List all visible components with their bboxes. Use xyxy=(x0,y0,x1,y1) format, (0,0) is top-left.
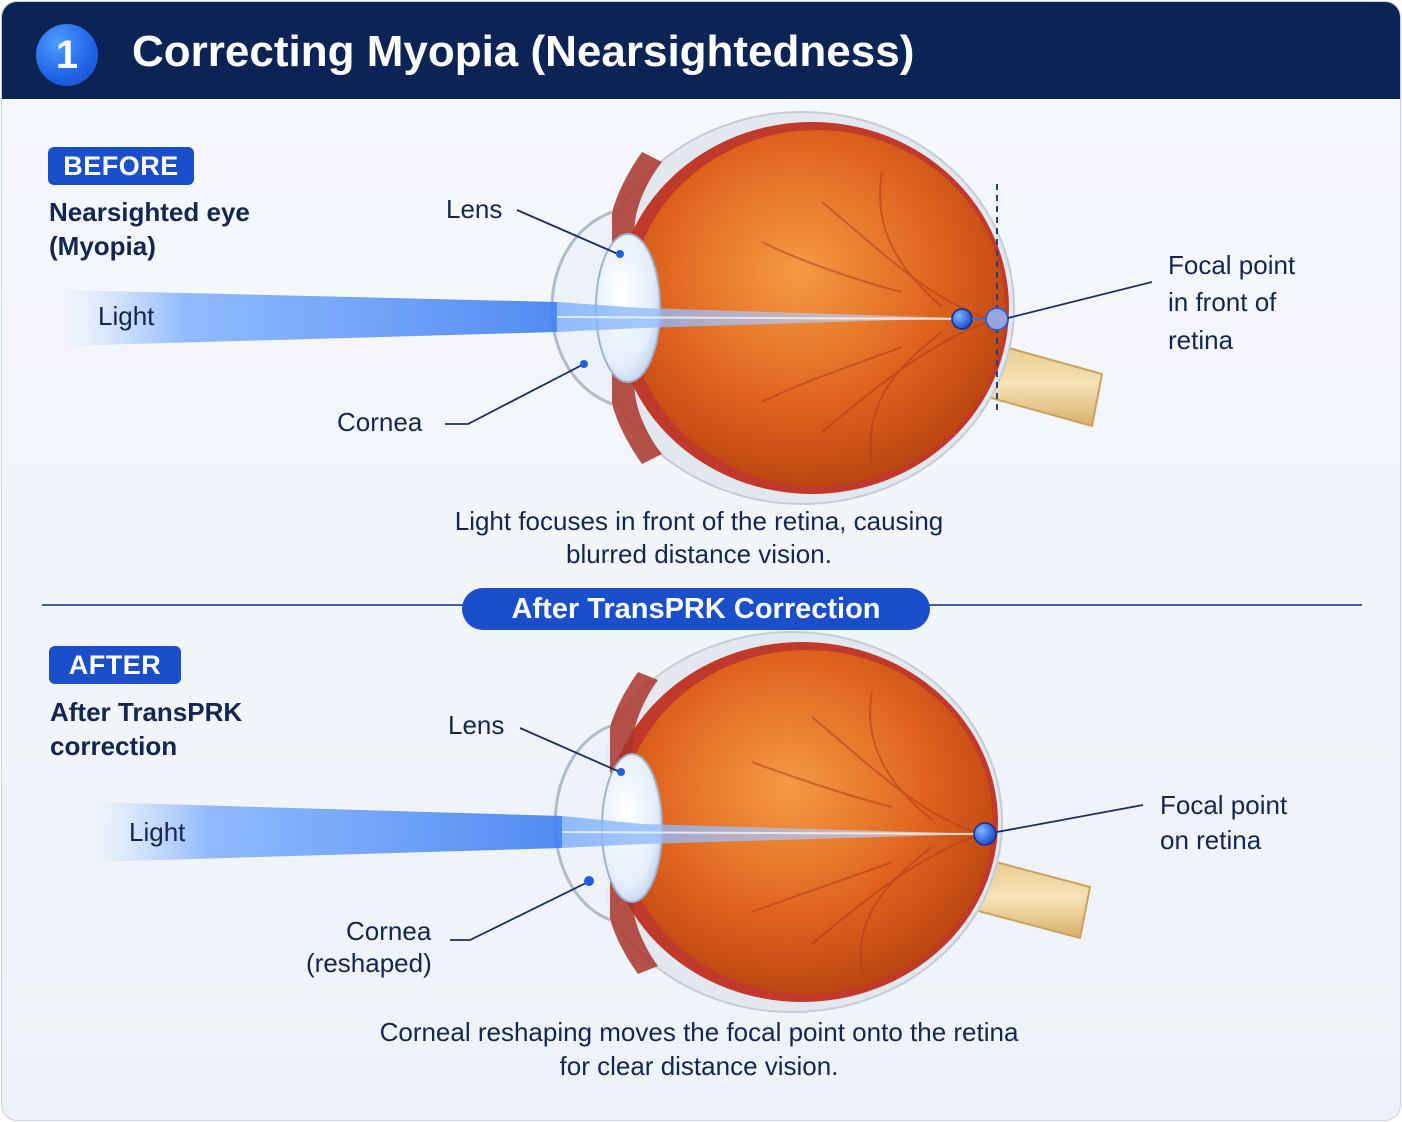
page-title: Correcting Myopia (Nearsightedness) xyxy=(132,27,915,76)
after-focal-label-line2: on retina xyxy=(1160,825,1262,855)
after-eye xyxy=(92,631,1144,1013)
before-focal-label-line2: in front of xyxy=(1168,287,1277,317)
after-lens-label: Lens xyxy=(448,710,505,740)
before-subtitle-line2: (Myopia) xyxy=(49,231,156,261)
before-badge: BEFORE xyxy=(48,147,194,185)
before-eye xyxy=(62,111,1153,505)
after-light-label: Light xyxy=(129,817,186,847)
after-subtitle-line1: After TransPRK xyxy=(50,697,243,727)
before-focal-label-line1: Focal point xyxy=(1168,250,1296,280)
before-light-label: Light xyxy=(98,301,155,331)
step-number-badge: 1 xyxy=(36,24,98,86)
after-cornea-label-line2: (reshaped) xyxy=(306,948,432,978)
after-focal-label-line1: Focal point xyxy=(1160,790,1288,820)
after-cornea-label-line1: Cornea xyxy=(346,916,432,946)
before-subtitle-line1: Nearsighted eye xyxy=(49,197,250,227)
header-bar: 1 Correcting Myopia (Nearsightedness) xyxy=(2,2,1400,99)
before-focal-point-dot xyxy=(951,308,973,330)
after-focal-point-dot xyxy=(973,822,997,846)
before-retina-point-dot xyxy=(985,307,1009,331)
divider-line-right xyxy=(928,604,1362,606)
before-cornea-label: Cornea xyxy=(337,407,423,437)
before-caption-line2: blurred distance vision. xyxy=(566,539,832,569)
divider-line-left xyxy=(42,604,464,606)
before-lens-label: Lens xyxy=(446,194,503,224)
after-caption-line1: Corneal reshaping moves the focal point … xyxy=(379,1017,1019,1047)
before-focal-label-line3: retina xyxy=(1168,325,1234,355)
after-badge: AFTER xyxy=(49,646,181,684)
after-subtitle-line2: correction xyxy=(50,731,178,761)
before-caption-line1: Light focuses in front of the retina, ca… xyxy=(454,506,944,536)
divider-label: After TransPRK Correction xyxy=(462,588,930,630)
after-caption-line2: for clear distance vision. xyxy=(559,1051,839,1081)
